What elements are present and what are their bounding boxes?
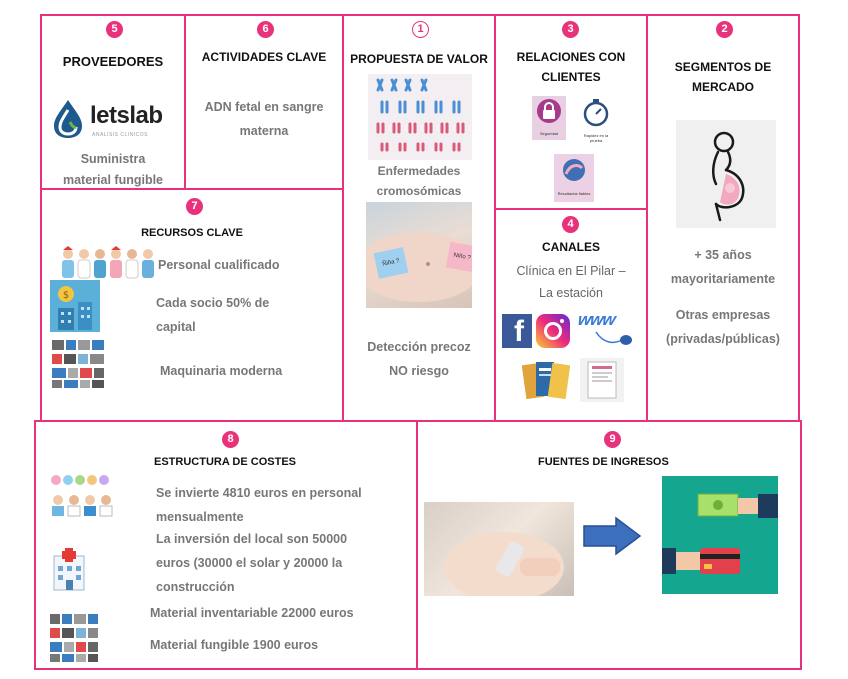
propuesta-text-1a: Enfermedades bbox=[377, 164, 461, 178]
ingresos-title: FUENTES DE INGRESOS bbox=[538, 456, 669, 468]
flyer-icon bbox=[587, 361, 617, 399]
actividades-text-1: ADN fetal en sangre bbox=[204, 100, 324, 114]
capital-image: $ bbox=[50, 280, 100, 332]
propuesta-text-1b: cromosómicas bbox=[376, 184, 462, 198]
lock-icon bbox=[537, 99, 561, 123]
recursos-item-3: Maquinaria moderna bbox=[160, 364, 283, 378]
security-label: Seguridad bbox=[539, 131, 559, 136]
hospital-image bbox=[50, 546, 88, 592]
propuesta-text-2b: NO riesgo bbox=[389, 364, 449, 378]
segmentos-title-2: MERCADO bbox=[692, 80, 754, 94]
people-network-icon bbox=[51, 475, 113, 517]
medical-staff-icon bbox=[62, 246, 154, 279]
segmentos-text-1a: + 35 años bbox=[694, 248, 752, 262]
facebook-icon: f bbox=[502, 314, 532, 348]
recursos-item-2a: Cada socio 50% de bbox=[156, 296, 270, 310]
chromosomes-icon bbox=[376, 78, 465, 152]
security-card: Seguridad bbox=[532, 96, 566, 140]
proveedores-text-1: Suministra bbox=[80, 152, 146, 166]
karyotype-image bbox=[368, 74, 472, 160]
ultrasound-photo bbox=[424, 502, 574, 596]
stopwatch-icon bbox=[583, 99, 609, 127]
box-relaciones: 3 RELACIONES CON CLIENTES Seguridad Rapi… bbox=[494, 14, 648, 210]
number-badge: 9 bbox=[604, 431, 621, 448]
letslab-logo: letslab ANALISIS CLINICOS bbox=[50, 98, 182, 144]
svg-text:$: $ bbox=[63, 290, 69, 301]
reliable-card: Resultados fiables bbox=[554, 154, 594, 202]
relaciones-title-2: CLIENTES bbox=[541, 70, 601, 84]
brochures-image bbox=[521, 358, 571, 402]
pregnant-belly-image: Ñiña ? Niño ? bbox=[366, 202, 472, 308]
flyer-image bbox=[580, 358, 624, 402]
speed-label: Rapidez en la prueba bbox=[583, 133, 609, 143]
costes-line-2: mensualmente bbox=[156, 510, 244, 524]
propuesta-text-2a: Detección precoz bbox=[367, 340, 471, 354]
costes-line-6: Material inventariable 22000 euros bbox=[150, 606, 354, 620]
actividades-text-2: materna bbox=[239, 124, 289, 138]
letslab-subtext: ANALISIS CLINICOS bbox=[92, 132, 149, 138]
relaciones-title-1: RELACIONES CON bbox=[516, 50, 626, 64]
segmentos-text-1b: mayoritariamente bbox=[670, 272, 776, 286]
canales-text-1: Clínica en El Pilar – bbox=[516, 264, 626, 278]
payment-image bbox=[662, 476, 778, 594]
people-network-image bbox=[48, 474, 116, 518]
proveedores-text-2: material fungible bbox=[62, 173, 164, 187]
actividades-title: ACTIVIDADES CLAVE bbox=[201, 50, 327, 64]
reliable-label: Resultados fiables bbox=[557, 191, 591, 196]
costes-line-3: La inversión del local son 50000 bbox=[156, 532, 348, 546]
box-actividades: 6 ACTIVIDADES CLAVE ADN fetal en sangre … bbox=[184, 14, 344, 190]
instagram-icon bbox=[536, 314, 570, 348]
hospital-icon bbox=[53, 548, 85, 591]
propuesta-title: PROPUESTA DE VALOR bbox=[350, 52, 488, 66]
costes-line-4: euros (30000 el solar y 20000 la bbox=[156, 556, 343, 570]
box-canales: 4 CANALES Clínica en El Pilar – La estac… bbox=[494, 208, 648, 422]
box-costes: 8 ESTRUCTURA DE COSTES Se invierte 4810 … bbox=[34, 420, 418, 670]
lab-equipment-icon bbox=[50, 614, 98, 662]
recursos-item-1: Personal cualificado bbox=[158, 258, 280, 272]
canales-title: CANALES bbox=[541, 240, 600, 254]
box-segmentos: 2 SEGMENTOS DE MERCADO + 35 años mayorit… bbox=[646, 14, 800, 422]
segmentos-text-2a: Otras empresas bbox=[675, 308, 771, 322]
costes-title: ESTRUCTURA DE COSTES bbox=[154, 456, 296, 468]
proveedores-title: PROVEEDORES bbox=[62, 54, 164, 69]
number-badge: 8 bbox=[222, 431, 239, 448]
lab-equipment-icon bbox=[52, 340, 104, 388]
arrow-right-icon bbox=[583, 516, 642, 556]
costes-line-7: Material fungible 1900 euros bbox=[150, 638, 319, 652]
box-propuesta: 1 PROPUESTA DE VALOR bbox=[342, 14, 496, 422]
results-icon bbox=[563, 159, 585, 181]
letslab-drop-icon bbox=[54, 100, 82, 138]
cash-card-exchange-icon bbox=[662, 493, 778, 574]
sticky-note-pink: Niño ? bbox=[445, 241, 472, 273]
canales-text-2: La estación bbox=[539, 286, 603, 300]
box-recursos: 7 RECURSOS CLAVE Personal cualificado $ bbox=[40, 188, 344, 422]
brochure-icon bbox=[521, 362, 571, 400]
speed-card: Rapidez en la prueba bbox=[578, 96, 614, 144]
recursos-title: RECURSOS CLAVE bbox=[141, 227, 243, 239]
box-proveedores: 5 PROVEEDORES letslab ANALISIS CLINICOS … bbox=[40, 14, 186, 190]
box-ingresos: 9 FUENTES DE INGRESOS bbox=[416, 420, 802, 670]
number-badge: 7 bbox=[186, 198, 203, 215]
staff-image bbox=[58, 246, 158, 280]
number-badge: 3 bbox=[562, 21, 579, 38]
recursos-item-2b: capital bbox=[156, 320, 196, 334]
equipment-image bbox=[48, 612, 102, 664]
costes-line-1: Se invierte 4810 euros en personal bbox=[156, 486, 362, 500]
segmentos-title-1: SEGMENTOS DE bbox=[674, 60, 772, 74]
mouse-cable-icon bbox=[595, 331, 632, 345]
pregnant-woman-image bbox=[676, 120, 776, 228]
segmentos-text-2b: (privadas/públicas) bbox=[666, 332, 780, 346]
pregnant-woman-icon bbox=[712, 131, 745, 222]
number-badge: 6 bbox=[257, 21, 274, 38]
bank-coin-icon: $ bbox=[58, 286, 92, 330]
number-badge: 1 bbox=[412, 21, 429, 38]
number-badge: 4 bbox=[562, 216, 579, 233]
machinery-image bbox=[50, 338, 112, 390]
number-badge: 2 bbox=[716, 21, 733, 38]
costes-line-5: construcción bbox=[156, 580, 235, 594]
letslab-text: letslab bbox=[90, 102, 163, 129]
number-badge: 5 bbox=[106, 21, 123, 38]
www-text: www bbox=[576, 310, 617, 329]
www-icon: www bbox=[576, 310, 638, 350]
